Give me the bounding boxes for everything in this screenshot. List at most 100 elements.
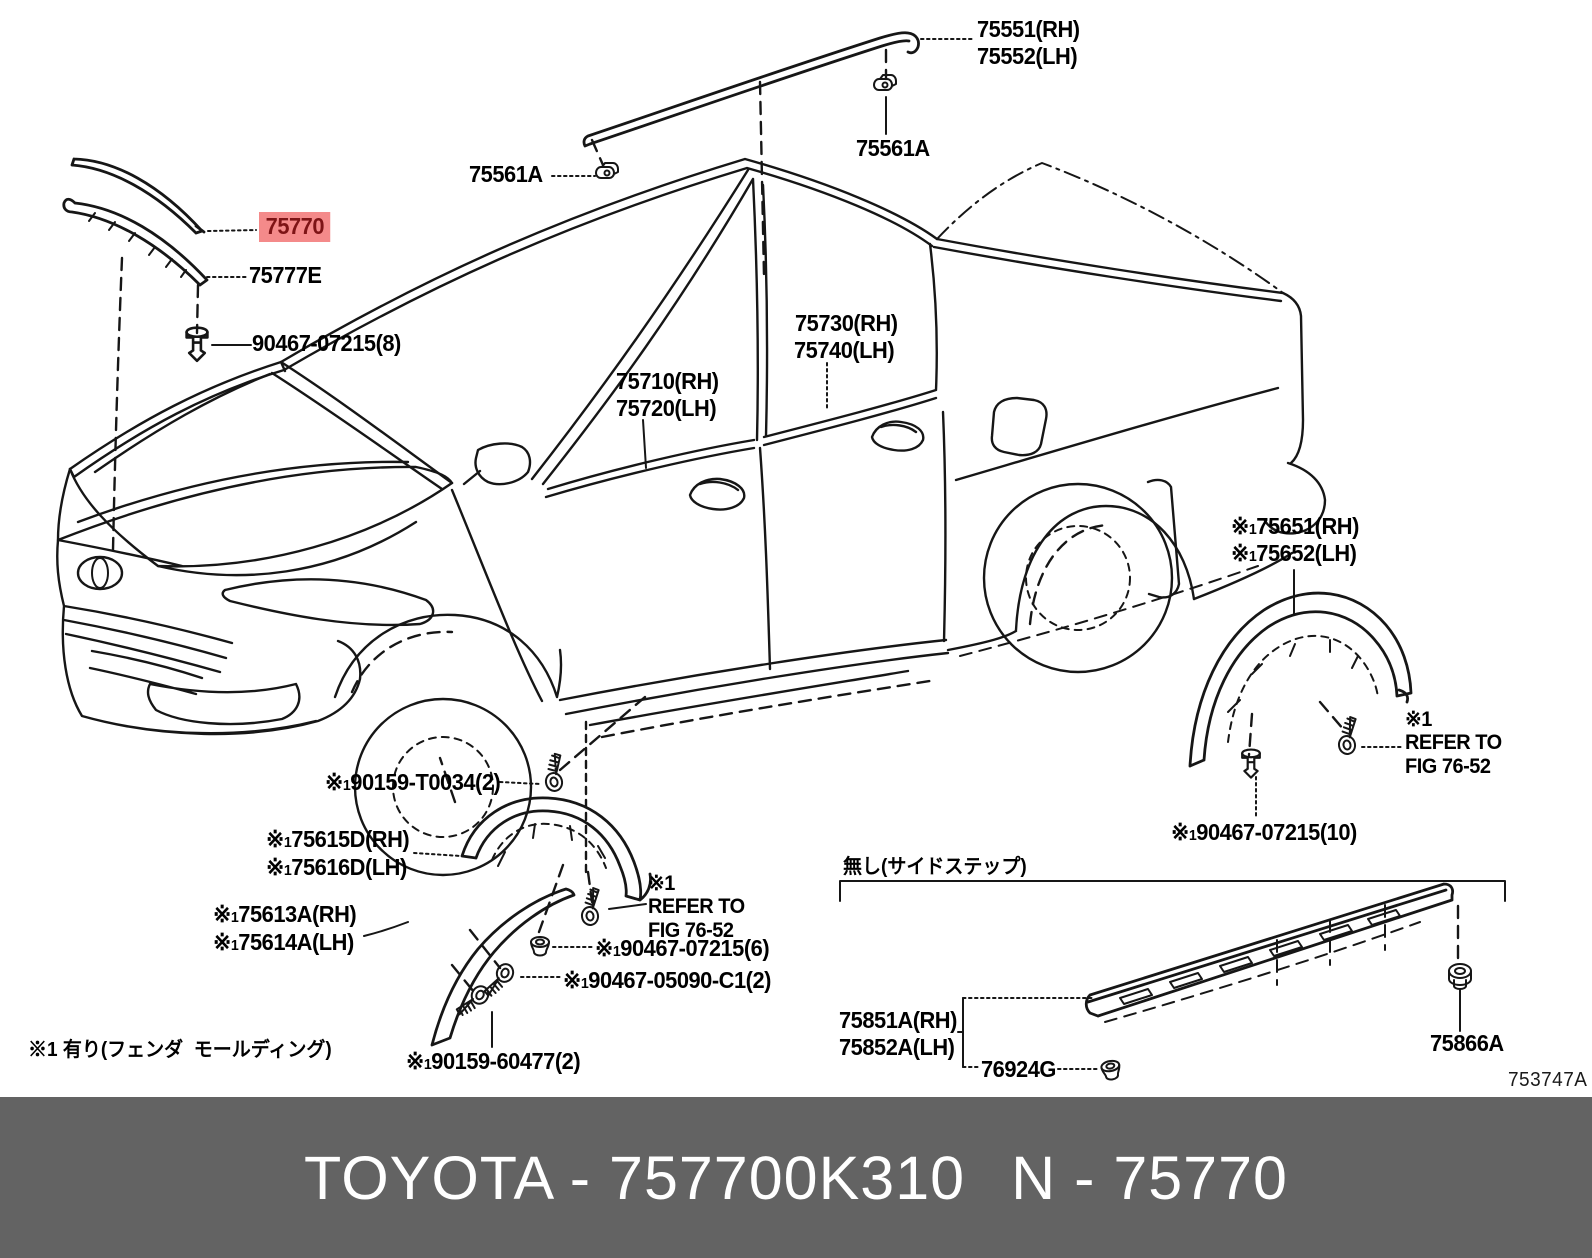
clip-75561a-left-icon: [595, 162, 619, 179]
part-label-75740-lh: 75740(LH): [794, 337, 895, 363]
part-label-75777e: 75777E: [249, 262, 322, 288]
reference-mark: ※: [325, 769, 343, 795]
reference-mark-number: 1: [230, 909, 239, 926]
part-label-90467-07215-8-text: 90467-07215(8): [252, 330, 401, 356]
part-label-90159-60477-2: ※190159-60477(2): [406, 1048, 581, 1074]
note-refer-mid-line1: ※1: [648, 872, 675, 896]
reference-mark-number: 1: [283, 834, 292, 851]
part-label-75561a-left-text: 75561A: [469, 161, 543, 187]
part-side-step-75851a: [1084, 882, 1454, 1023]
part-label-90159-60477-2-text: 90159-60477(2): [431, 1048, 581, 1074]
part-label-75551-rh-text: 75551(RH): [977, 16, 1080, 42]
part-label-75652-lh: ※175652(LH): [1231, 540, 1357, 566]
part-front-fender-moulding-75613a: [430, 887, 576, 1047]
reference-mark-number: 1: [342, 777, 351, 794]
catalog-banner: TOYOTA - 757700K310 N - 75770: [0, 1097, 1592, 1258]
part-label-75561a-right: 75561A: [856, 136, 930, 161]
screw-90159-t0034-icon: [538, 751, 570, 794]
part-label-75710-rh: 75710(RH): [616, 369, 719, 394]
fasteners: [185, 74, 1472, 1082]
reference-mark: ※: [266, 854, 284, 880]
part-label-75651-rh: ※175651(RH): [1231, 514, 1359, 539]
note-refer-mid-line3-text: FIG 76-52: [648, 919, 734, 942]
part-label-75616d-lh: ※175616D(LH): [266, 855, 407, 880]
part-front-fender-moulding-75615d: [460, 796, 652, 902]
clip-90467-07215-10-icon: [1241, 748, 1261, 779]
clip-90467-07215-6-icon: [530, 936, 550, 957]
part-windshield-moulding-75770: [70, 157, 206, 235]
diagram-code: 753747A: [1508, 1069, 1588, 1092]
note-refer-mid-line1-text: ※1: [648, 872, 675, 895]
reference-mark: ※: [595, 935, 613, 961]
note-without-side-step: 無し(サイドステップ): [843, 856, 1027, 879]
part-label-75710-rh-text: 75710(RH): [616, 368, 719, 394]
banner-reference-number: N - 75770: [1011, 1143, 1288, 1212]
reference-mark-number: 1: [580, 975, 589, 992]
part-label-75720-lh-text: 75720(LH): [616, 395, 717, 421]
note-refer-right-line3-text: FIG 76-52: [1405, 755, 1491, 778]
reference-mark-number: 1: [1248, 548, 1257, 565]
part-label-75615d-rh: ※175615D(RH): [266, 826, 410, 852]
part-label-75852a-lh: 75852A(LH): [839, 1034, 955, 1060]
part-label-75614a-lh: ※175614A(LH): [213, 930, 354, 955]
reference-mark-number: 1: [423, 1056, 432, 1073]
part-label-75866a: 75866A: [1430, 1031, 1504, 1056]
part-roof-drip-moulding-75551: [582, 31, 920, 148]
part-windshield-retainer-75777e: [62, 197, 209, 287]
reference-mark-number: 1: [283, 862, 292, 879]
part-label-90467-07215-8: 90467-07215(8): [252, 331, 401, 356]
part-rear-wheel-arch-moulding-75651: [1188, 591, 1413, 768]
part-label-75613a-rh: ※175613A(RH): [213, 901, 357, 927]
part-label-75615d-rh-text: 75615D(RH): [291, 826, 410, 852]
part-label-90467-05090-c1-2: ※190467-05090-C1(2): [563, 968, 771, 993]
part-label-90467-07215-10: ※190467-07215(10): [1171, 820, 1357, 845]
part-label-90159-t0034-2: ※190159-T0034(2): [325, 769, 501, 795]
reference-mark: ※: [1231, 513, 1249, 539]
leader-lines: [111, 38, 1506, 1070]
part-label-75740-lh-text: 75740(LH): [794, 337, 895, 363]
note-refer-right-line3: FIG 76-52: [1405, 755, 1491, 779]
reference-mark: ※: [266, 826, 284, 852]
part-label-75561a-right-text: 75561A: [856, 135, 930, 161]
part-label-75613a-rh-text: 75613A(RH): [238, 901, 357, 927]
reference-mark: ※: [213, 901, 231, 927]
part-label-76924g-text: 76924G: [981, 1056, 1056, 1082]
part-label-75730-rh-text: 75730(RH): [795, 310, 898, 336]
part-label-90467-07215-6-text: 90467-07215(6): [620, 935, 770, 961]
part-label-75866a-text: 75866A: [1430, 1030, 1504, 1056]
reference-mark-number: 1: [1188, 827, 1197, 844]
note-without-side-step-text: 無し(サイドステップ): [843, 856, 1027, 878]
reference-mark: ※: [213, 929, 231, 955]
part-label-75561a-left: 75561A: [469, 162, 543, 187]
note-refer-mid-line3: FIG 76-52: [648, 919, 734, 943]
part-label-90467-05090-c1-2-text: 90467-05090-C1(2): [588, 967, 771, 993]
reference-mark: ※: [406, 1048, 424, 1074]
part-label-75777e-text: 75777E: [249, 262, 322, 288]
note-with-fender-moulding-text: ※1 有り(フェンダ モールディング): [28, 1039, 332, 1061]
reference-mark-number: 1: [230, 937, 239, 954]
part-label-75551-rh: 75551(RH): [977, 17, 1080, 42]
part-label-75852a-lh-text: 75852A(LH): [839, 1034, 955, 1060]
truck-line-art: [56, 157, 1327, 877]
part-label-75552-lh: 75552(LH): [977, 44, 1078, 69]
part-label-75851a-rh: 75851A(RH): [839, 1008, 957, 1033]
part-label-75616d-lh-text: 75616D(LH): [291, 854, 407, 880]
note-refer-right-line2: REFER TO: [1405, 731, 1502, 755]
clip-76924g-icon: [1099, 1058, 1123, 1082]
part-label-75614a-lh-text: 75614A(LH): [238, 929, 354, 955]
part-label-75651-rh-text: 75651(RH): [1256, 513, 1359, 539]
screw-90159-60477-icon: [454, 979, 493, 1024]
reference-mark-number: 1: [612, 943, 621, 960]
part-label-75730-rh: 75730(RH): [795, 311, 898, 336]
note-refer-mid-line2-text: REFER TO: [648, 895, 745, 918]
reference-mark: ※: [563, 967, 581, 993]
banner-part-number: TOYOTA - 757700K310: [304, 1143, 966, 1212]
note-refer-mid-line2: REFER TO: [648, 895, 745, 919]
note-refer-right-line1: ※1: [1405, 708, 1432, 732]
diagram-code-text: 753747A: [1508, 1069, 1588, 1091]
nut-75866a-icon: [1448, 963, 1472, 990]
note-refer-right-line2-text: REFER TO: [1405, 731, 1502, 754]
reference-mark: ※: [1231, 540, 1249, 566]
